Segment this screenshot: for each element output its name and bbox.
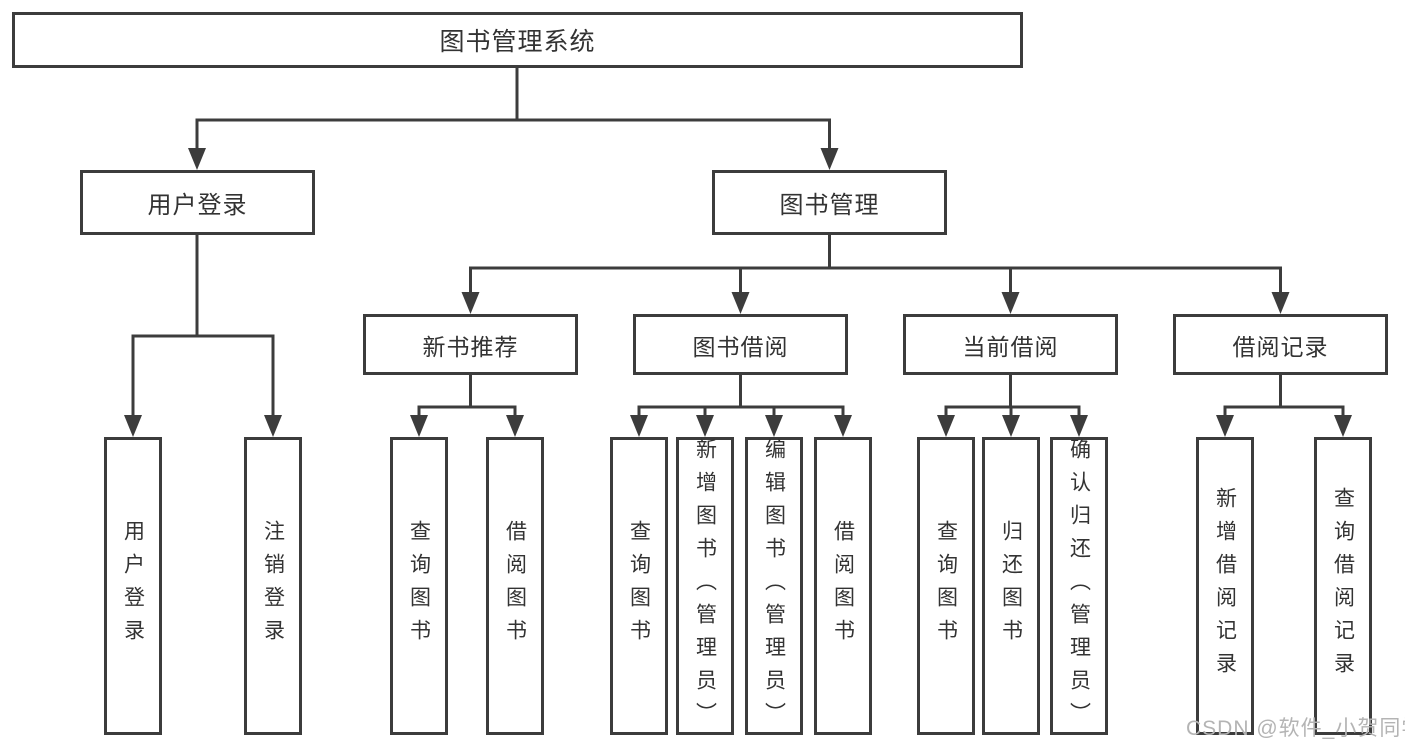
node-leaf-add-borrow-record: 新增借阅记录 [1196, 437, 1254, 735]
node-user-login-label: 用户登录 [147, 192, 248, 219]
node-leaf-borrow-books: 借阅图书 [814, 437, 872, 735]
node-library-system: 图书管理系统 [12, 12, 1023, 68]
node-new-book-recommend-label: 新书推荐 [422, 333, 519, 360]
node-leaf-label: 借阅图书 [831, 520, 855, 652]
connector-current-borrow-branch [944, 375, 1081, 419]
node-book-management-label: 图书管理 [779, 192, 880, 219]
node-leaf-logout: 注销登录 [244, 437, 302, 735]
node-current-borrow-label: 当前借阅 [962, 333, 1059, 360]
node-leaf-borrow-books-recommend: 借阅图书 [486, 437, 544, 735]
node-leaf-label: 查询图书 [627, 520, 651, 652]
node-current-borrow: 当前借阅 [903, 314, 1118, 375]
node-leaf-label: 借阅图书 [503, 520, 527, 652]
connector-book-management-branch [469, 235, 1282, 296]
connector-new-book-branch [417, 375, 517, 419]
connector-root-to-level2 [195, 68, 831, 152]
csdn-watermark: CSDN @软件_小贺同学 [1186, 717, 1405, 740]
connector-borrow-record-branch [1223, 375, 1345, 419]
node-leaf-label: 新增借阅记录 [1213, 487, 1237, 685]
node-library-system-label: 图书管理系统 [439, 28, 596, 56]
node-leaf-label: 编辑图书（管理员） [762, 437, 786, 735]
node-leaf-label: 查询借阅记录 [1331, 487, 1355, 685]
node-leaf-label: 用户登录 [121, 520, 145, 652]
node-book-borrow-label: 图书借阅 [692, 333, 789, 360]
node-leaf-label: 查询图书 [407, 520, 431, 652]
node-book-borrow: 图书借阅 [633, 314, 848, 375]
node-leaf-edit-books-admin: 编辑图书（管理员） [745, 437, 803, 735]
node-leaf-confirm-return-admin: 确认归还（管理员） [1050, 437, 1108, 735]
node-leaf-label: 确认归还（管理员） [1067, 437, 1091, 735]
node-book-management: 图书管理 [712, 170, 947, 235]
connector-arrowheads [124, 148, 1352, 437]
node-user-login: 用户登录 [80, 170, 315, 235]
node-leaf-add-books-admin: 新增图书（管理员） [676, 437, 734, 735]
node-leaf-query-current: 查询图书 [917, 437, 975, 735]
connector-user-login-branch [131, 235, 275, 419]
node-leaf-query-books: 查询图书 [610, 437, 668, 735]
node-borrow-record: 借阅记录 [1173, 314, 1388, 375]
node-leaf-label: 归还图书 [999, 520, 1023, 652]
node-leaf-query-borrow-record: 查询借阅记录 [1314, 437, 1372, 735]
node-leaf-label: 注销登录 [261, 520, 285, 652]
node-leaf-return-books: 归还图书 [982, 437, 1040, 735]
node-leaf-user-login: 用户登录 [104, 437, 162, 735]
node-leaf-query-books-recommend: 查询图书 [390, 437, 448, 735]
connector-book-borrow-branch [637, 375, 845, 419]
node-leaf-label: 新增图书（管理员） [693, 437, 717, 735]
node-leaf-label: 查询图书 [934, 520, 958, 652]
node-borrow-record-label: 借阅记录 [1232, 333, 1329, 360]
node-new-book-recommend: 新书推荐 [363, 314, 578, 375]
